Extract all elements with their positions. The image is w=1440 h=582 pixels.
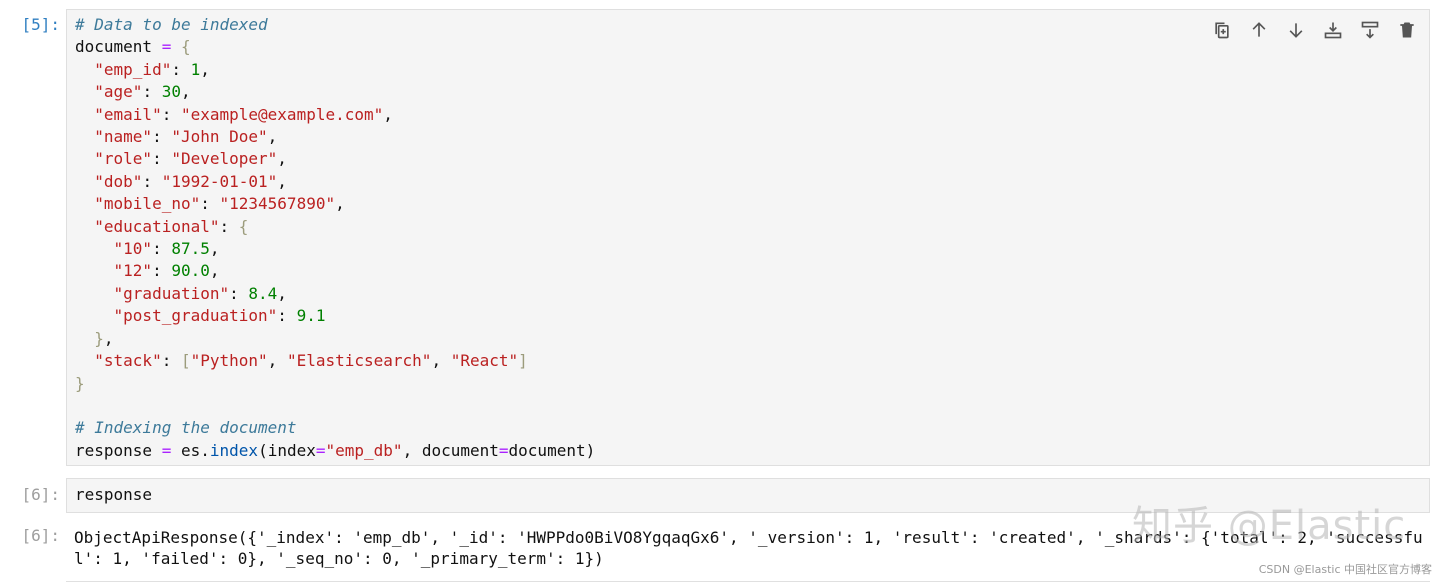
insert-above-button[interactable] — [1321, 18, 1345, 42]
string: "example@example.com" — [180, 104, 384, 124]
string: "Python" — [190, 351, 268, 371]
cell-6-output-prompt: [6]: — [21, 526, 60, 545]
operator: = — [161, 440, 172, 460]
key: "12" — [113, 261, 153, 281]
number: 30 — [161, 82, 181, 102]
cell-toolbar — [1210, 18, 1419, 42]
brace: { — [238, 216, 249, 236]
duplicate-icon — [1215, 22, 1229, 39]
key: "stack" — [94, 351, 162, 371]
move-down-button[interactable] — [1284, 18, 1308, 42]
bracket: ] — [518, 351, 528, 371]
argument: , document — [402, 440, 499, 460]
key: "dob" — [94, 171, 143, 191]
cell-6-output: ObjectApiResponse({'_index': 'emp_db', '… — [66, 523, 1430, 582]
string: "1234567890" — [219, 194, 336, 214]
number: 90.0 — [171, 261, 210, 281]
move-down-icon — [1289, 23, 1303, 38]
string: "John Doe" — [171, 127, 268, 147]
cell-6-code[interactable]: response — [75, 485, 153, 504]
duplicate-cell-button[interactable] — [1210, 18, 1234, 42]
cell-5-code[interactable]: # Data to be indexed document = { "emp_i… — [75, 15, 596, 460]
cell-5-prompt: [5]: — [21, 15, 60, 34]
output-text: ObjectApiResponse({'_index': 'emp_db', '… — [66, 523, 1430, 573]
bracket: [ — [180, 351, 191, 371]
key: "name" — [94, 127, 153, 147]
key: "graduation" — [113, 283, 230, 303]
move-up-button[interactable] — [1247, 18, 1271, 42]
string: "emp_db" — [325, 440, 403, 460]
function: index — [209, 440, 259, 460]
variable: es. — [180, 440, 210, 460]
comment: # Data to be indexed — [75, 15, 268, 34]
key: "educational" — [94, 216, 220, 236]
number: 8.4 — [248, 283, 278, 303]
code-cell-6[interactable]: response — [66, 478, 1430, 513]
key: "email" — [94, 104, 162, 124]
delete-cell-button[interactable] — [1395, 18, 1419, 42]
key: "mobile_no" — [94, 194, 201, 214]
insert-below-icon — [1361, 21, 1379, 39]
string: "1992-01-01" — [161, 171, 278, 191]
variable: document — [75, 37, 153, 57]
key: "age" — [94, 82, 143, 102]
comment: # Indexing the document — [75, 418, 297, 438]
operator: = — [498, 440, 509, 460]
variable: response — [75, 440, 153, 460]
code-cell-5[interactable]: # Data to be indexed document = { "emp_i… — [66, 9, 1430, 466]
operator: = — [315, 440, 326, 460]
brace: { — [180, 37, 191, 57]
number: 87.5 — [171, 239, 210, 259]
string: "Developer" — [171, 149, 278, 169]
key: "emp_id" — [94, 59, 172, 79]
argument: document) — [508, 440, 596, 460]
output-line: l': 1, 'failed': 0}, '_seq_no': 0, '_pri… — [74, 549, 604, 568]
string: "Elasticsearch" — [286, 351, 432, 371]
brace: } — [75, 373, 85, 393]
brace: } — [94, 328, 104, 348]
key: "role" — [94, 149, 153, 169]
operator: = — [161, 37, 172, 57]
key: "post_graduation" — [113, 306, 278, 326]
move-up-icon — [1252, 22, 1266, 37]
output-line: ObjectApiResponse({'_index': 'emp_db', '… — [74, 528, 1423, 547]
key: "10" — [113, 239, 153, 259]
delete-icon — [1400, 22, 1414, 38]
cell-6-prompt: [6]: — [21, 485, 60, 504]
number: 1 — [190, 59, 201, 79]
insert-below-button[interactable] — [1358, 18, 1382, 42]
string: "React" — [450, 351, 519, 371]
credit-text: CSDN @Elastic 中国社区官方博客 — [1258, 563, 1432, 576]
argument: (index — [258, 440, 316, 460]
insert-above-icon — [1324, 22, 1342, 39]
number: 9.1 — [296, 306, 326, 326]
